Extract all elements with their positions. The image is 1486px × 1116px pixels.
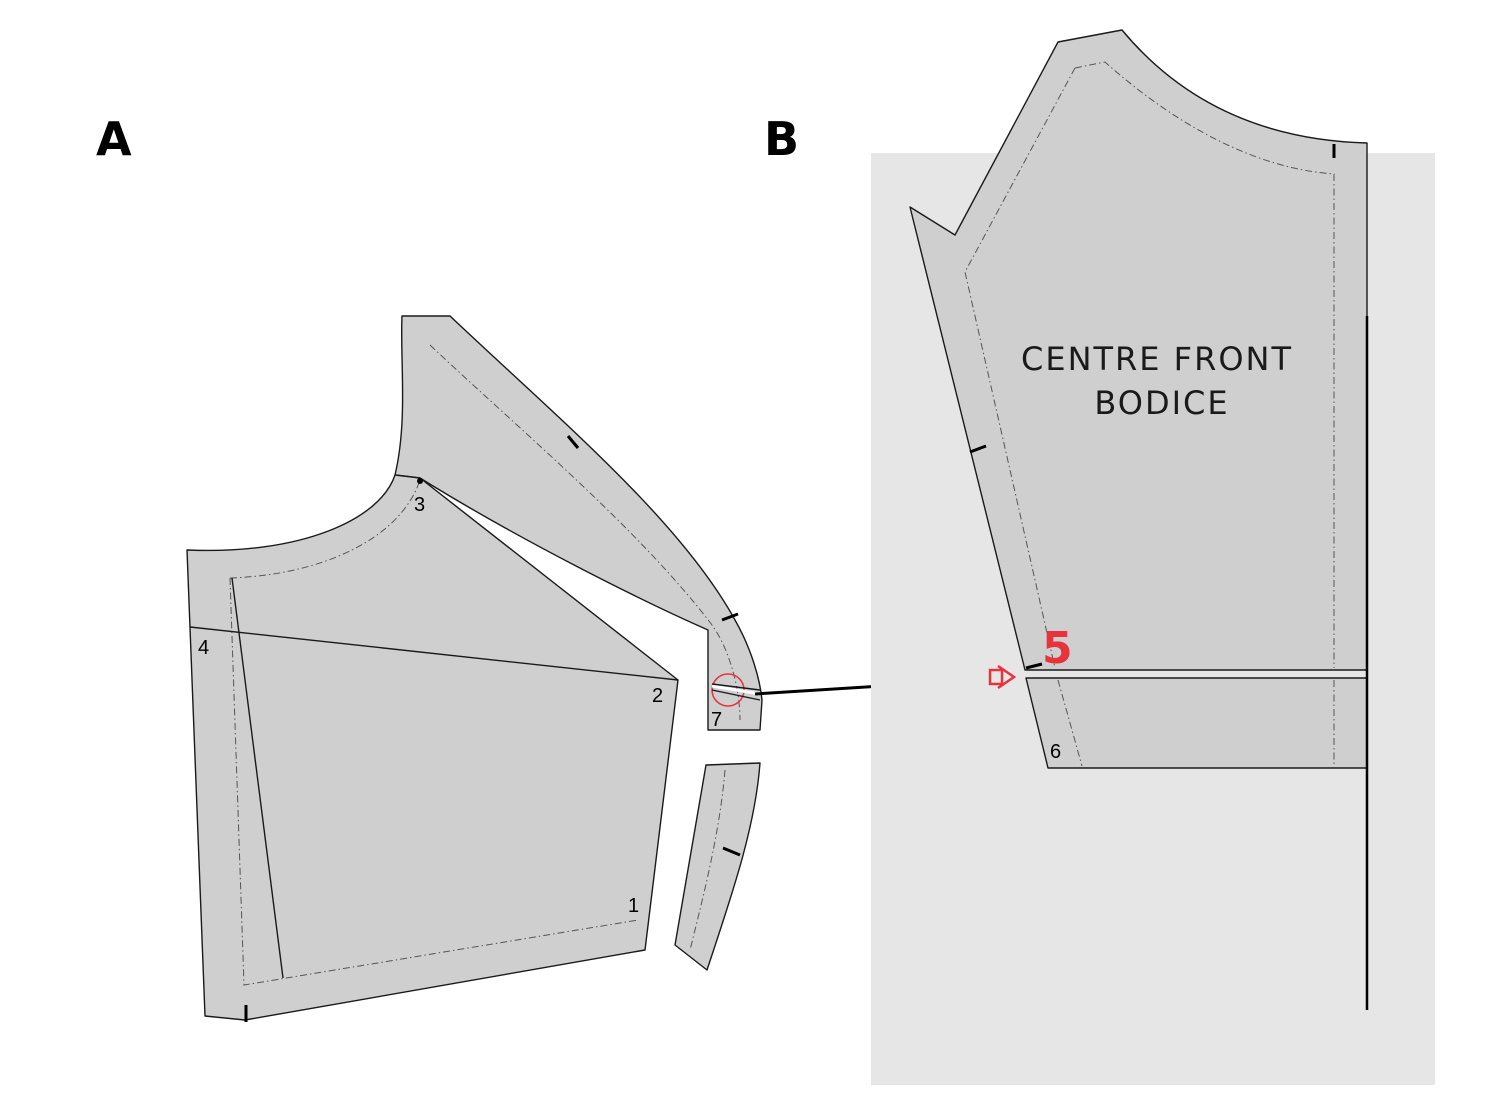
notch-1	[566, 435, 580, 449]
lower-band-seam	[1057, 679, 1335, 767]
notch-b-3	[1025, 662, 1043, 670]
seam-match-marker	[988, 664, 1017, 690]
panel-b: CENTRE FRONT BODICE 5 6	[871, 29, 1435, 1085]
bodice-seam-line	[229, 479, 639, 986]
notch-2	[721, 612, 739, 622]
point-4-label: 4	[198, 637, 209, 659]
lower-strip-seam	[689, 769, 726, 951]
notch-b-2	[969, 444, 987, 454]
lower-band-piece	[1025, 677, 1368, 769]
point-7-label: 7	[711, 709, 722, 731]
piece-label-line1: CENTRE FRONT	[1021, 340, 1293, 378]
grain-line	[231, 577, 284, 979]
shoulder-piece	[394, 315, 763, 731]
point-2-label: 2	[652, 685, 663, 707]
cut-edge-bottom	[711, 689, 761, 701]
cut-edge-top	[711, 683, 761, 691]
panel-a-label: A	[96, 112, 132, 166]
cut-gap	[711, 684, 761, 696]
shoulder-seam-line	[429, 344, 741, 721]
point-3-marker	[417, 478, 423, 484]
point-1-label: 1	[628, 895, 639, 917]
point-6-label: 6	[1050, 741, 1061, 763]
slash-line-4-2	[189, 626, 679, 681]
centre-front-seam-line	[964, 61, 1335, 669]
piece-label-line2: BODICE	[1094, 384, 1229, 422]
notch-3	[722, 846, 741, 857]
panel-b-label: B	[764, 112, 799, 166]
panel-a: 1 2 3 4 7	[186, 315, 763, 1022]
point-3-label: 3	[414, 494, 425, 516]
lower-strip-piece	[674, 762, 761, 971]
point-5-label: 5	[1042, 623, 1073, 674]
